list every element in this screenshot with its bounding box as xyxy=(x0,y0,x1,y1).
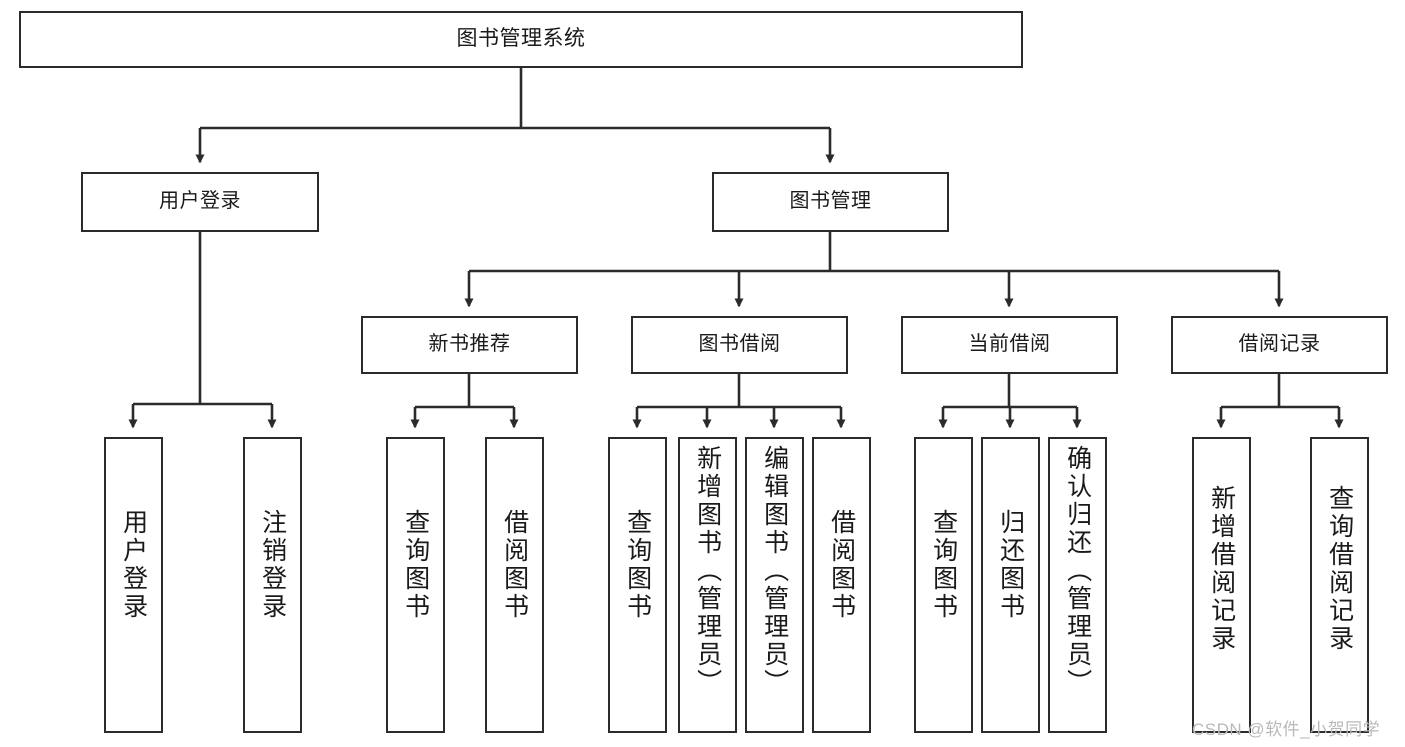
leaf-node-user-logout[interactable]: 注销登录 xyxy=(243,437,302,733)
leaf-node-user-logout-label: 注销登录 xyxy=(258,509,287,621)
leaf-node-loan-query-book[interactable]: 查询图书 xyxy=(914,437,973,733)
leaf-node-edit-book-admin[interactable]: 编辑图书（管理员） xyxy=(745,437,804,733)
leaf-node-return-book-label: 归还图书 xyxy=(996,509,1025,621)
leaf-node-rec-query-book[interactable]: 查询图书 xyxy=(386,437,445,733)
node-book-borrow[interactable]: 图书借阅 xyxy=(631,316,848,374)
leaf-node-rec-borrow-book-label: 借阅图书 xyxy=(500,509,529,621)
leaf-node-rec-query-book-label: 查询图书 xyxy=(401,509,430,621)
leaf-node-loan-query-book-label: 查询图书 xyxy=(929,509,958,621)
leaf-node-borrow-query-book-label: 查询图书 xyxy=(623,509,652,621)
leaf-node-edit-book-admin-label: 编辑图书（管理员） xyxy=(760,445,789,697)
leaf-node-confirm-return-label: 确认归还（管理员） xyxy=(1063,445,1092,697)
node-loan-record-label: 借阅记录 xyxy=(1238,333,1321,356)
node-new-book-recommend-label: 新书推荐 xyxy=(428,333,511,356)
leaf-node-query-loan-record[interactable]: 查询借阅记录 xyxy=(1310,437,1369,733)
leaf-node-borrow-book-label: 借阅图书 xyxy=(827,509,856,621)
node-user-login-label: 用户登录 xyxy=(159,190,241,213)
leaf-node-user-login-label: 用户登录 xyxy=(119,509,148,621)
leaf-node-add-loan-record-label: 新增借阅记录 xyxy=(1207,485,1236,653)
node-current-loan-label: 当前借阅 xyxy=(968,333,1051,356)
leaf-node-user-login[interactable]: 用户登录 xyxy=(104,437,163,733)
leaf-node-add-book-admin[interactable]: 新增图书（管理员） xyxy=(678,437,737,733)
node-book-management-label: 图书管理 xyxy=(789,190,872,213)
node-loan-record[interactable]: 借阅记录 xyxy=(1171,316,1388,374)
node-current-loan[interactable]: 当前借阅 xyxy=(901,316,1118,374)
node-root-system[interactable]: 图书管理系统 xyxy=(19,11,1023,68)
leaf-node-add-book-admin-label: 新增图书（管理员） xyxy=(693,445,722,697)
leaf-node-confirm-return[interactable]: 确认归还（管理员） xyxy=(1048,437,1107,733)
node-user-login[interactable]: 用户登录 xyxy=(81,172,319,232)
node-new-book-recommend[interactable]: 新书推荐 xyxy=(361,316,578,374)
leaf-node-rec-borrow-book[interactable]: 借阅图书 xyxy=(485,437,544,733)
leaf-node-add-loan-record[interactable]: 新增借阅记录 xyxy=(1192,437,1251,733)
node-book-management[interactable]: 图书管理 xyxy=(712,172,949,232)
node-book-borrow-label: 图书借阅 xyxy=(698,333,781,356)
watermark-text: CSDN @软件_小贺同学 xyxy=(1192,720,1381,739)
leaf-node-return-book[interactable]: 归还图书 xyxy=(981,437,1040,733)
node-root-system-label: 图书管理系统 xyxy=(456,27,586,51)
leaf-node-borrow-book[interactable]: 借阅图书 xyxy=(812,437,871,733)
leaf-node-borrow-query-book[interactable]: 查询图书 xyxy=(608,437,667,733)
leaf-node-query-loan-record-label: 查询借阅记录 xyxy=(1325,485,1354,653)
